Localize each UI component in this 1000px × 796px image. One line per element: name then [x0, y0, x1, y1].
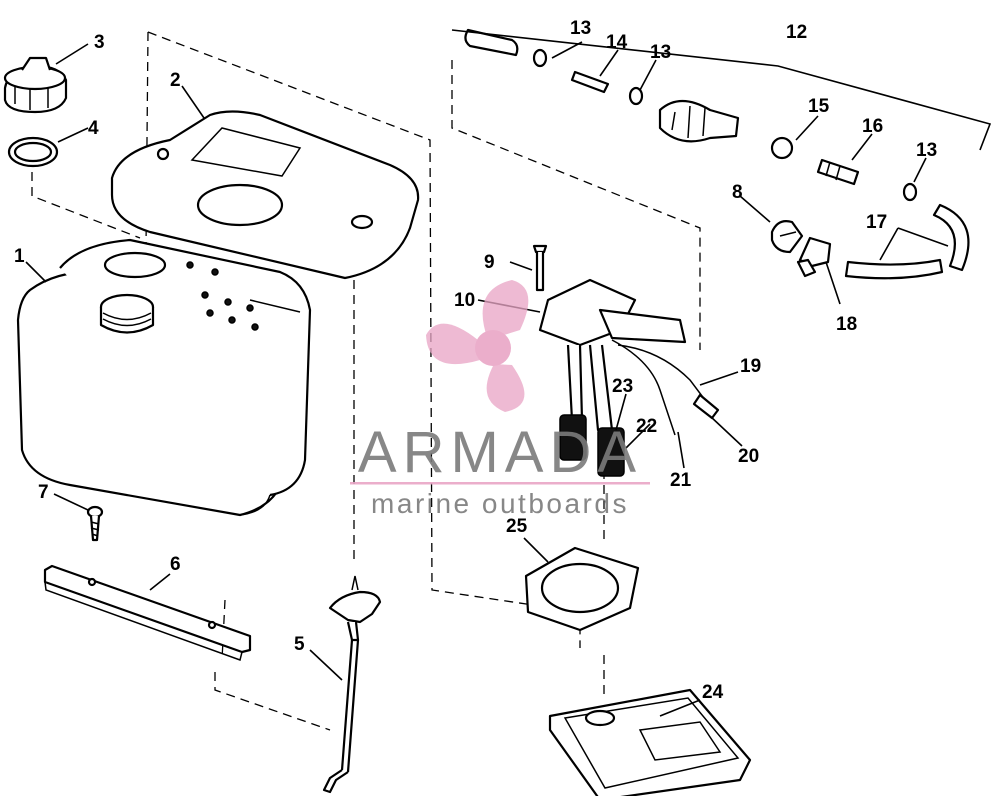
callout-15: 15 — [808, 96, 830, 117]
hose-clamp — [770, 220, 804, 254]
callout-13-a: 13 — [570, 18, 591, 39]
tank-cover — [110, 110, 420, 280]
sender-screw — [532, 244, 548, 292]
fuel-pickup-unit — [538, 278, 720, 477]
callout-labels: 3 4 2 1 7 6 5 13 14 13 12 15 16 13 8 17 … — [14, 18, 937, 703]
callout-8: 8 — [732, 182, 743, 203]
primer-bulb-assembly — [464, 28, 918, 202]
callout-1: 1 — [14, 246, 25, 267]
baffle-plate — [548, 688, 752, 796]
o-ring — [7, 136, 59, 168]
callout-18: 18 — [836, 314, 857, 335]
callout-7: 7 — [38, 482, 49, 503]
armada-watermark: ARMADA marine outboards — [350, 280, 650, 519]
callout-20: 20 — [738, 446, 759, 467]
callout-12: 12 — [786, 22, 807, 43]
leader-lines — [25, 29, 992, 717]
callout-13-c: 13 — [916, 140, 937, 161]
callout-17: 17 — [866, 212, 887, 233]
hose-fitting — [796, 236, 832, 278]
callout-5: 5 — [294, 634, 305, 655]
callout-24: 24 — [702, 682, 724, 703]
brand-tagline: marine outboards — [371, 488, 629, 519]
callout-22: 22 — [636, 416, 657, 437]
callout-9: 9 — [484, 252, 495, 273]
brand-name: ARMADA — [358, 420, 642, 485]
fuel-cap — [3, 56, 68, 114]
screw — [86, 505, 104, 542]
callout-25: 25 — [506, 516, 528, 537]
callout-19: 19 — [740, 356, 761, 377]
callout-3: 3 — [94, 32, 105, 53]
hold-down-bracket — [43, 564, 252, 661]
brand-rule — [350, 482, 650, 485]
callout-16: 16 — [862, 116, 883, 137]
callout-13-b: 13 — [650, 42, 671, 63]
callout-6: 6 — [170, 554, 181, 575]
gasket — [524, 546, 640, 632]
callout-10: 10 — [454, 290, 475, 311]
assembly-guide-lines — [31, 31, 701, 731]
callout-23: 23 — [612, 376, 633, 397]
callout-4: 4 — [88, 118, 99, 139]
callout-21: 21 — [670, 470, 692, 491]
fuel-hose — [844, 203, 970, 280]
callout-2: 2 — [170, 70, 181, 91]
callout-14: 14 — [606, 32, 628, 53]
fuel-tank — [16, 238, 312, 517]
fuel-gauge — [322, 575, 382, 794]
propeller-logo-icon — [426, 280, 529, 412]
